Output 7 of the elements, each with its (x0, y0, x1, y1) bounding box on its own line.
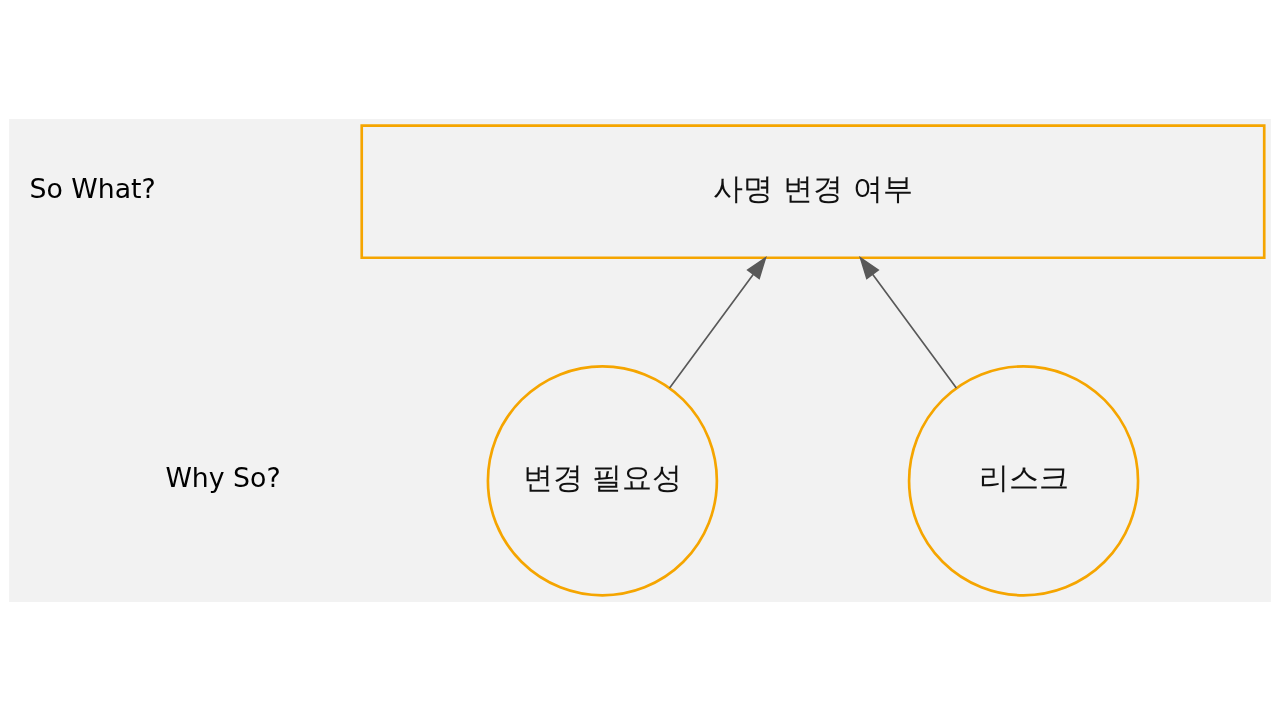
node-circle: 변경 필요성 (486, 364, 719, 597)
arrow (668, 255, 767, 389)
label: Why So? (165, 461, 281, 493)
node-box: 사명 변경 여부 (360, 123, 1266, 259)
node-circle: 리스크 (907, 364, 1140, 597)
arrow (859, 255, 958, 389)
label: So What? (29, 172, 156, 204)
